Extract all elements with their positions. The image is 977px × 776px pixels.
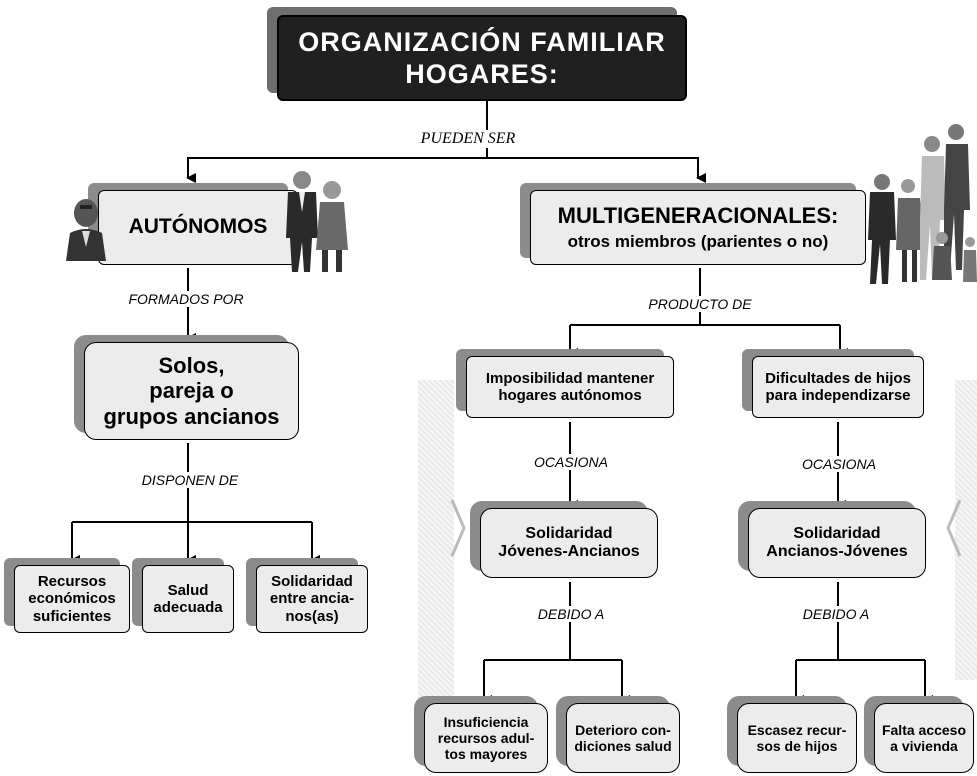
reason-box-left-2: Deterioro con- diciones salud	[566, 703, 680, 773]
label-ocasiona-left: OCASIONA	[531, 454, 611, 470]
reason-box-right-2: Falta acceso a vivienda	[874, 703, 974, 773]
label-pueden-ser: PUEDEN SER	[417, 130, 519, 148]
elderly-man-icon	[66, 199, 106, 261]
label-producto-de: PRODUCTO DE	[645, 296, 755, 312]
autonomos-label: AUTÓNOMOS	[128, 215, 268, 239]
autonomos-box: AUTÓNOMOS	[98, 190, 298, 265]
solos-box: Solos, pareja o grupos ancianos	[84, 342, 299, 440]
solidarity-box-left: Solidaridad Jóvenes-Ancianos	[480, 508, 658, 578]
elderly-couple-icon	[286, 171, 348, 272]
multigeneracionales-label: MULTIGENERACIONALES:	[557, 203, 839, 229]
cause-box-right: Dificultades de hijos para independizars…	[752, 356, 924, 418]
reason-box-right-1: Escasez recur- sos de hijos	[737, 703, 857, 773]
reason-box-left-1: Insuficiencia recursos adul- tos mayores	[424, 703, 548, 773]
cause-box-left: Imposibilidad mantener hogares autónomos	[466, 356, 674, 418]
family-group-icon	[868, 124, 977, 284]
title-box: ORGANIZACIÓN FAMILIAR HOGARES:	[277, 15, 687, 101]
label-ocasiona-right: OCASIONA	[799, 456, 879, 472]
label-debido-right: DEBIDO A	[799, 606, 873, 622]
right-texture-band	[955, 380, 977, 680]
solidarity-box-right: Solidaridad Ancianos-Jóvenes	[748, 508, 926, 578]
multigeneracionales-box: MULTIGENERACIONALES: otros miembros (par…	[530, 190, 866, 265]
label-formados-por: FORMADOS POR	[125, 291, 247, 307]
resource-box-3: Solidaridad entre ancia- nos(as)	[256, 565, 368, 633]
label-disponen-de: DISPONEN DE	[138, 472, 242, 488]
label-debido-left: DEBIDO A	[534, 606, 608, 622]
multigeneracionales-sublabel: otros miembros (parientes o no)	[567, 232, 829, 252]
left-texture-band	[418, 380, 454, 750]
resource-box-2: Salud adecuada	[142, 565, 234, 633]
split-top	[187, 157, 699, 175]
resource-box-1: Recursos económicos suficientes	[14, 565, 130, 633]
